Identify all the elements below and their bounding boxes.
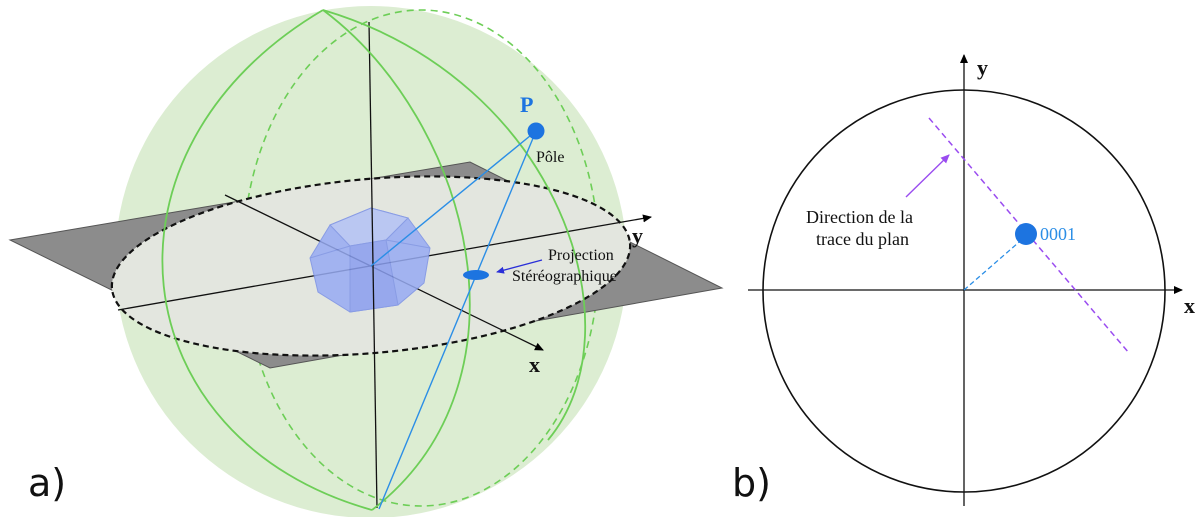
projection-label-2: Stéréographique (512, 268, 617, 285)
projection-label-1: Projection (548, 247, 614, 264)
axis-y-label-b: y (977, 55, 988, 80)
front-meridian-left (161, 9, 373, 511)
panel-a: P Pôle y x Projection Stéréographique a) (8, 6, 724, 517)
pole-direction-line (963, 235, 1027, 291)
panel-b-tag: b) (732, 461, 771, 505)
projected-point (463, 270, 489, 280)
pole-0001-point (1015, 223, 1037, 245)
axis-y-label-a: y (632, 223, 643, 248)
hexagonal-crystal (309, 207, 431, 313)
trace-arrow (905, 154, 950, 198)
projection-arrow (496, 259, 543, 274)
trace-label-1: Direction de la (806, 207, 913, 227)
pole-label: Pôle (536, 149, 564, 166)
pole-index-label: 0001 (1040, 224, 1076, 244)
panel-b: y x 0001 Direction de la trace du plan b… (732, 54, 1195, 506)
pole-to-south-line (378, 130, 537, 510)
axis-x-label-a: x (529, 352, 540, 377)
pole-to-center-line (370, 130, 537, 267)
axis-x-label-b: x (1184, 293, 1195, 318)
trace-label-2: trace du plan (816, 229, 909, 249)
panel-a-tag: a) (28, 461, 66, 505)
sphere-outline-right (322, 9, 587, 441)
front-meridian-right (322, 9, 471, 511)
pole-point (527, 122, 545, 140)
pole-letter: P (520, 92, 533, 117)
